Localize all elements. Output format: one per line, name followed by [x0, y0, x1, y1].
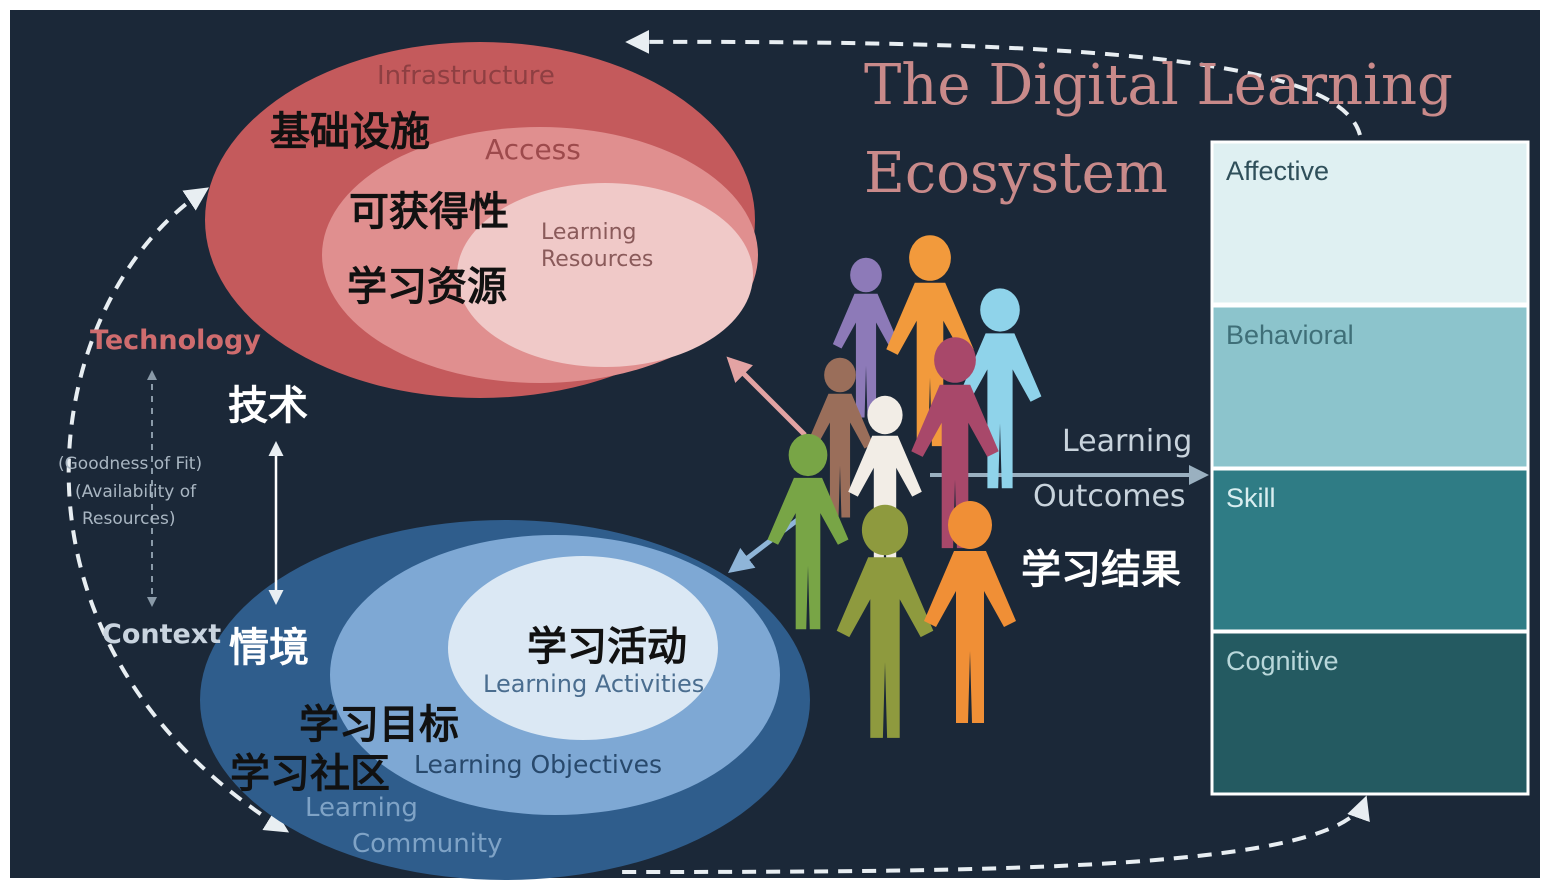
diagram-title-line2: Ecosystem [864, 141, 1168, 206]
learner-figure [958, 288, 1042, 489]
infrastructure-label-cn: 基础设施 [270, 109, 430, 155]
learner-figure [848, 395, 922, 574]
learning-outcomes-label-line2: Outcomes [1033, 479, 1186, 514]
learner-figure [806, 357, 874, 518]
people-to-technology-arrow [726, 356, 807, 437]
context-label-cn: 情境 [229, 625, 309, 671]
learning-objectives-label-cn: 学习目标 [299, 702, 459, 748]
learning-objectives-label: Learning Objectives [414, 750, 663, 779]
learning-outcomes-label-cn: 学习结果 [1021, 547, 1181, 593]
outcome-panel-label: Affective [1226, 156, 1330, 186]
fit-note-line1: (Goodness of Fit) [58, 454, 203, 474]
learner-figure [911, 337, 999, 549]
learning-community-label-line1: Learning [305, 793, 418, 823]
cycle-arrow-top [625, 29, 1362, 136]
outcome-panel-label: Cognitive [1226, 646, 1339, 676]
learning-community-label-line2: Community [352, 829, 503, 859]
learner-figure [832, 257, 900, 418]
outcome-panel-label: Skill [1226, 483, 1276, 513]
infrastructure-label: Infrastructure [377, 61, 555, 91]
diagram-title-line1: The Digital Learning [864, 53, 1453, 118]
learner-figure [924, 501, 1016, 723]
outcome-panel [1210, 140, 1530, 306]
people-to-context-arrow [728, 516, 802, 574]
learning-community-label-cn: 学习社区 [230, 751, 390, 797]
learning-resources-ellipse [457, 183, 753, 367]
outcome-panel [1210, 467, 1530, 633]
outcome-panels [1210, 140, 1530, 796]
learner-figure [767, 433, 849, 630]
technology-label: Technology [90, 325, 261, 356]
learning-resources-label-line2: Resources [541, 247, 654, 272]
technology-label-cn: 技术 [228, 383, 308, 429]
context-label: Context [102, 619, 222, 650]
learner-figure [886, 235, 974, 447]
fit-note-line3: Resources) [82, 509, 176, 529]
access-label-cn: 可获得性 [349, 189, 509, 235]
learning-activities-ellipse [448, 556, 718, 740]
learning-resources-label-line1: Learning [541, 220, 637, 245]
learning-outcomes-label-line1: Learning [1062, 424, 1193, 459]
learning-resources-label-cn: 学习资源 [347, 264, 507, 310]
fit-note-line2: (Availability of [75, 482, 197, 502]
outcome-panel-label: Behavioral [1226, 320, 1354, 350]
access-label: Access [485, 133, 581, 166]
learning-activities-label-cn: 学习活动 [527, 624, 687, 670]
outcome-panel [1210, 630, 1530, 796]
learner-figure [836, 504, 934, 738]
learning-activities-label: Learning Activities [483, 670, 705, 698]
outcome-panel [1210, 304, 1530, 470]
learners-group [767, 235, 1042, 738]
